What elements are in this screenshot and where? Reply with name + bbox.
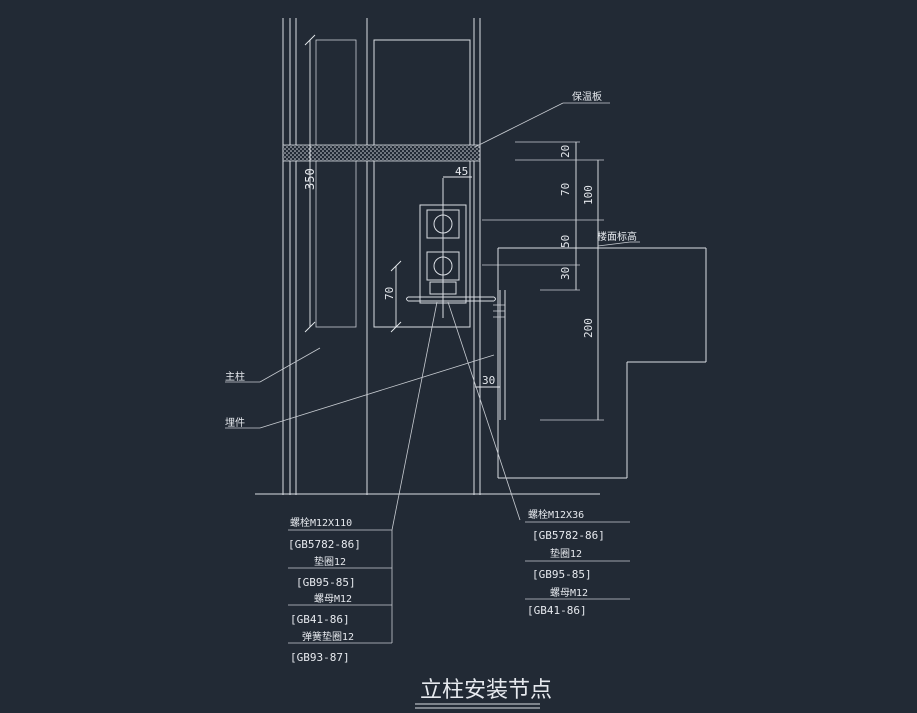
dim-30b: 30: [482, 374, 495, 387]
left-spec-4: [GB95-85]: [296, 576, 356, 589]
insulation-label: 保温板: [572, 90, 602, 103]
left-spec-6: [GB41-86]: [290, 613, 350, 626]
left-spec-table: [288, 529, 393, 644]
left-spec-2: [GB5782-86]: [288, 538, 361, 551]
left-spec-1: 螺栓M12X110: [290, 516, 352, 529]
left-spec-3: 垫圈12: [314, 555, 346, 568]
dim-350: 350: [303, 168, 317, 190]
dim-70b: 70: [383, 287, 396, 300]
dim-100: 100: [582, 185, 595, 205]
dim-45: 45: [455, 165, 468, 178]
right-spec-4: [GB95-85]: [532, 568, 592, 581]
insulation-board: [282, 144, 481, 162]
main-column-label: 主柱: [225, 370, 245, 383]
dimension-lines: [304, 34, 604, 421]
leader-lines: [225, 102, 640, 531]
dim-50: 50: [559, 235, 572, 248]
right-spec-6: [GB41-86]: [527, 604, 587, 617]
left-spec-8: [GB93-87]: [290, 651, 350, 664]
embedded-label: 埋件: [225, 417, 245, 429]
main-column: [255, 18, 600, 495]
dim-200: 200: [582, 318, 595, 338]
finish-level-label: 楼面标高: [597, 230, 637, 243]
right-spec-2: [GB5782-86]: [532, 529, 605, 542]
right-spec-1: 螺栓M12X36: [528, 508, 584, 521]
left-spec-7: 弹簧垫圈12: [302, 630, 354, 643]
dim-70a: 70: [559, 183, 572, 196]
right-spec-table: [525, 521, 630, 600]
right-spec-5: 螺母M12: [550, 587, 588, 599]
right-spec-3: 垫圈12: [550, 547, 582, 560]
drawing-title: 立柱安装节点: [420, 678, 552, 703]
left-spec-5: 螺母M12: [314, 593, 352, 605]
connector-plate: [406, 178, 540, 318]
embedded-part: [493, 247, 707, 479]
dim-20: 20: [559, 145, 572, 158]
dim-30a: 30: [559, 267, 572, 280]
